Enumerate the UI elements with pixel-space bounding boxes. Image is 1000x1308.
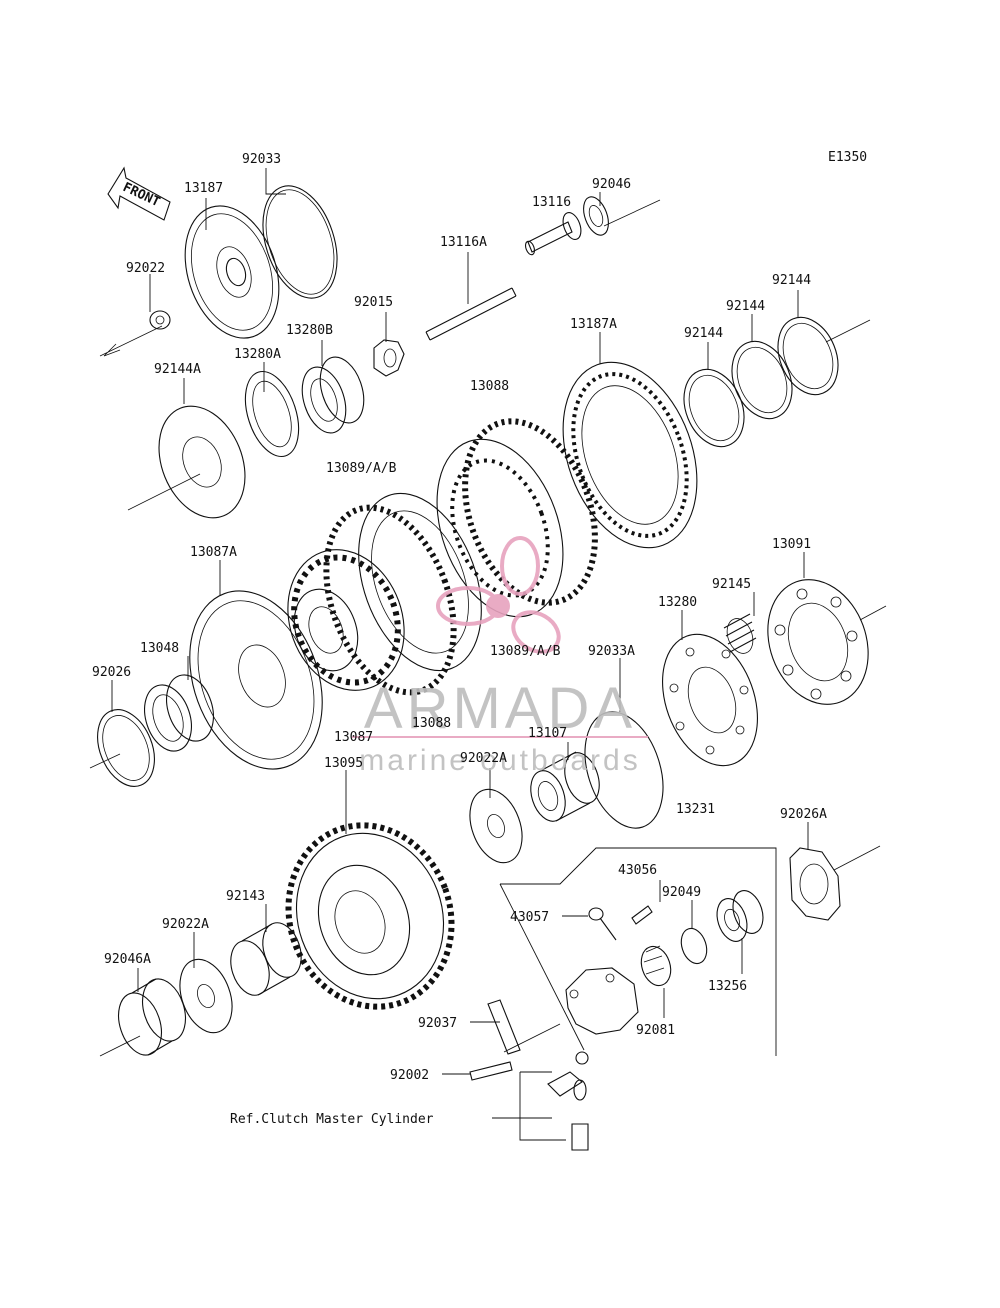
part-13116-pin xyxy=(524,212,582,256)
label-92143: 92143 xyxy=(226,889,265,904)
part-13187-plate xyxy=(184,205,280,339)
label-13280A: 13280A xyxy=(234,347,281,362)
label-92144-a: 92144 xyxy=(684,326,723,341)
label-13087A: 13087A xyxy=(190,545,237,560)
label-92046A: 92046A xyxy=(104,952,151,967)
part-92022-washer xyxy=(149,310,171,330)
part-13280-plate xyxy=(662,633,758,767)
label-92015: 92015 xyxy=(354,295,393,310)
label-13089AB-top: 13089/A/B xyxy=(326,461,397,476)
label-13091: 13091 xyxy=(772,537,811,552)
label-13087: 13087 xyxy=(334,730,373,745)
leader-lines xyxy=(89,168,887,1141)
part-13095-housing xyxy=(285,822,455,1010)
part-92143-collar xyxy=(230,922,302,996)
part-43057-cap xyxy=(588,907,617,941)
label-13088-top: 13088 xyxy=(470,379,509,394)
label-92037: 92037 xyxy=(418,1016,457,1031)
part-92026A-cover xyxy=(789,847,841,921)
labels: E1350 FRONT Ref.Clutch Master Cylinder 9… xyxy=(92,150,867,1127)
diagram-code: E1350 xyxy=(828,150,867,165)
label-92026A: 92026A xyxy=(780,807,827,822)
label-92022A-top: 92022A xyxy=(460,751,507,766)
part-13280B-bearing xyxy=(301,356,365,434)
part-92046A-bearing xyxy=(118,978,186,1056)
label-13048: 13048 xyxy=(140,641,179,656)
part-slave-cylinder xyxy=(565,967,639,1035)
part-92144A-plate xyxy=(158,405,246,519)
watermark-brand: ARMADA xyxy=(364,676,636,741)
part-92037-pin xyxy=(487,999,521,1055)
label-92026: 92026 xyxy=(92,665,131,680)
part-13280A-plate xyxy=(244,370,300,458)
label-92033: 92033 xyxy=(242,152,281,167)
part-43056-valve xyxy=(631,905,653,925)
label-13280: 13280 xyxy=(658,595,697,610)
part-92015-nut xyxy=(373,339,405,377)
label-13187: 13187 xyxy=(184,181,223,196)
label-92145: 92145 xyxy=(712,577,751,592)
label-92144A: 92144A xyxy=(154,362,201,377)
part-92081-boot xyxy=(640,945,672,987)
part-92002-bolt xyxy=(469,1061,513,1081)
part-13107-sleeve xyxy=(530,751,600,822)
watermark: ARMADA marine outboards xyxy=(352,536,648,777)
front-arrow-icon xyxy=(107,166,171,221)
label-92081: 92081 xyxy=(636,1023,675,1038)
label-92049: 92049 xyxy=(662,885,701,900)
watermark-tagline: marine outboards xyxy=(359,744,640,777)
propeller-logo-icon xyxy=(436,536,561,654)
part-92144-rings xyxy=(683,316,839,448)
label-92144-c: 92144 xyxy=(772,273,811,288)
label-13095: 13095 xyxy=(324,756,363,771)
label-13280B: 13280B xyxy=(286,323,333,338)
part-13187A-plate xyxy=(562,361,698,549)
part-92033A-ring xyxy=(584,711,664,829)
reference-note: Ref.Clutch Master Cylinder xyxy=(230,1112,434,1127)
part-hose-fittings xyxy=(547,1051,589,1151)
label-92022: 92022 xyxy=(126,261,165,276)
label-13107: 13107 xyxy=(528,726,567,741)
label-92002: 92002 xyxy=(390,1068,429,1083)
label-43057: 43057 xyxy=(510,910,549,925)
front-label: FRONT xyxy=(120,180,162,210)
part-92145-spring xyxy=(723,613,757,654)
label-13187A: 13187A xyxy=(570,317,617,332)
part-92026-ring xyxy=(97,709,155,787)
part-drawings xyxy=(97,166,869,1151)
label-13231: 13231 xyxy=(676,802,715,817)
part-13091-plate xyxy=(767,579,869,705)
label-92022A-bottom: 92022A xyxy=(162,917,209,932)
label-92033A: 92033A xyxy=(588,644,635,659)
label-13256: 13256 xyxy=(708,979,747,994)
label-13088-bottom: 13088 xyxy=(412,716,451,731)
part-92049-ring xyxy=(680,927,708,965)
label-13089AB-bottom: 13089/A/B xyxy=(490,644,561,659)
part-13087-plate xyxy=(189,590,323,770)
label-92144-b: 92144 xyxy=(726,299,765,314)
label-13116: 13116 xyxy=(532,195,571,210)
part-92046-bearing xyxy=(583,196,609,236)
label-13116A: 13116A xyxy=(440,235,487,250)
part-13048-bearing xyxy=(144,674,214,752)
part-13256-seal xyxy=(716,890,764,942)
part-92033-ring xyxy=(262,185,338,299)
part-92022A-washer-top xyxy=(469,788,523,864)
part-13087A-hub xyxy=(287,549,405,691)
label-92046: 92046 xyxy=(592,177,631,192)
part-13116A-rod xyxy=(425,287,517,341)
part-13088-13089-plates xyxy=(323,418,598,696)
label-43056: 43056 xyxy=(618,863,657,878)
